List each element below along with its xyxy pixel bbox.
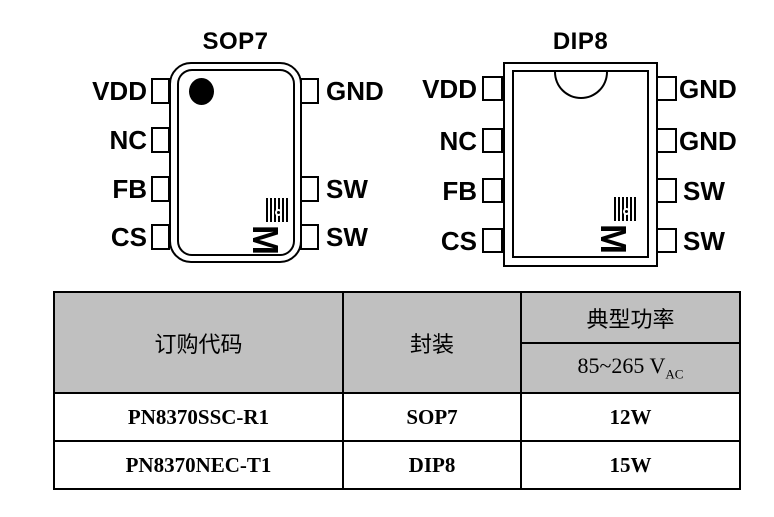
- dip8-pin-label-gnd2: GND: [679, 126, 737, 156]
- sop7-pin-label-nc: NC: [109, 125, 147, 155]
- sop7-pin-box-nc: [151, 127, 170, 153]
- logo-letter: M: [245, 225, 286, 255]
- cell-package: DIP8: [342, 440, 522, 490]
- dip8-pin-box-sw2: [656, 228, 677, 253]
- dip8-pin-label-gnd1: GND: [679, 74, 737, 104]
- dip8-pin-box-sw1: [656, 178, 677, 203]
- ordering-table: 订购代码 封装 典型功率 85~265 VAC PN8370SSC-R1 SOP…: [53, 291, 741, 490]
- logo-barcode-stripes: [614, 197, 636, 221]
- header-typical-power: 典型功率: [520, 291, 741, 344]
- dip8-pin-box-vdd: [482, 76, 503, 101]
- chipown-logo-icon: M: [593, 197, 636, 254]
- dip8-pin-box-nc: [482, 128, 503, 153]
- cell-order-code: PN8370NEC-T1: [53, 440, 344, 490]
- table-row: PN8370NEC-T1 DIP8 15W: [53, 440, 741, 490]
- logo-letter: M: [593, 224, 634, 254]
- header-voltage-range: 85~265 VAC: [520, 342, 741, 394]
- sop7-pin-label-gnd: GND: [326, 76, 384, 106]
- voltage-range-subscript: AC: [665, 366, 684, 382]
- dip8-pin-box-gnd1: [656, 76, 677, 101]
- dip8-pin-label-nc: NC: [439, 126, 477, 156]
- sop7-pin-label-sw2: SW: [326, 222, 368, 252]
- sop7-pin-label-fb: FB: [112, 174, 147, 204]
- sop7-body-inner-outline: [177, 69, 295, 256]
- header-order-code: 订购代码: [53, 291, 344, 394]
- dip8-pin-box-fb: [482, 178, 503, 203]
- dip8-pin-box-gnd2: [656, 128, 677, 153]
- header-package: 封装: [342, 291, 522, 394]
- dip8-pin-label-cs: CS: [440, 226, 477, 256]
- sop7-pin-box-sw2: [300, 224, 319, 250]
- chipown-logo-icon: M: [245, 198, 288, 255]
- cell-power: 12W: [520, 392, 741, 442]
- dip8-pin-label-sw1: SW: [683, 176, 725, 206]
- dip8-pin-label-sw2: SW: [683, 226, 725, 256]
- sop7-pin-box-sw1: [300, 176, 319, 202]
- cell-order-code: PN8370SSC-R1: [53, 392, 344, 442]
- table-row: PN8370SSC-R1 SOP7 12W: [53, 392, 741, 442]
- sop7-pin-label-sw1: SW: [326, 174, 368, 204]
- sop7-pin-box-cs: [151, 224, 170, 250]
- cell-package: SOP7: [342, 392, 522, 442]
- sop7-title: SOP7: [202, 28, 269, 55]
- sop7-pin1-dot-icon: [189, 78, 214, 105]
- cell-power: 15W: [520, 440, 741, 490]
- dip8-body-inner-outline: [512, 70, 649, 258]
- dip8-pin-label-vdd: VDD: [422, 74, 477, 104]
- logo-barcode-stripes: [266, 198, 288, 222]
- dip8-pin-box-cs: [482, 228, 503, 253]
- voltage-range-text: 85~265 V: [577, 353, 666, 379]
- sop7-pin-box-fb: [151, 176, 170, 202]
- sop7-pin-box-gnd: [300, 78, 319, 104]
- sop7-pin-box-vdd: [151, 78, 170, 104]
- dip8-title: DIP8: [552, 28, 609, 55]
- dip8-pin-label-fb: FB: [442, 176, 477, 206]
- sop7-pin-label-cs: CS: [110, 222, 147, 252]
- sop7-pin-label-vdd: VDD: [92, 76, 147, 106]
